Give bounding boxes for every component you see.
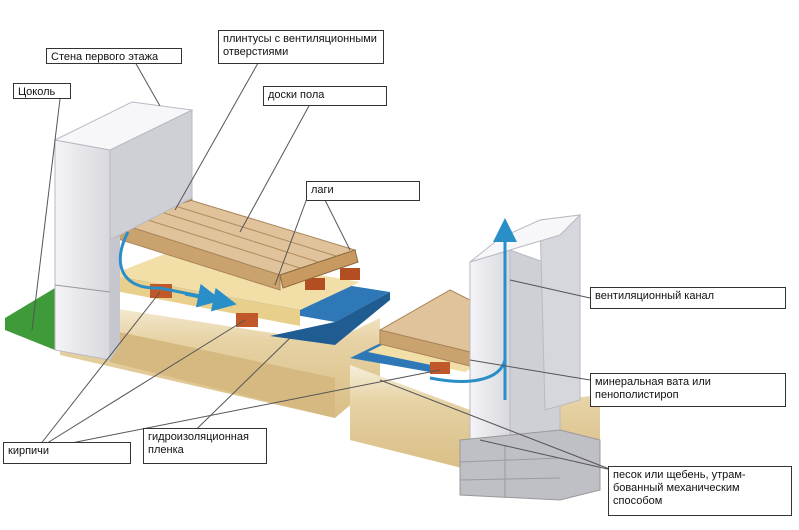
label-sand-gravel: песок или щебень, утрам-бованный механич… bbox=[608, 466, 792, 516]
label-bricks: кирпичи bbox=[3, 442, 131, 464]
airflow-arrow-left-2 bbox=[184, 287, 237, 312]
label-baseboards: плинтусы с вентиляционными отверстиями bbox=[218, 30, 384, 64]
grass-area bbox=[5, 288, 55, 350]
airflow-arrow-left bbox=[118, 231, 222, 308]
label-plinth: Цоколь bbox=[13, 83, 71, 99]
joist bbox=[279, 249, 359, 289]
plinth-divider bbox=[54, 284, 111, 293]
brick-5 bbox=[430, 362, 450, 374]
insulation-left bbox=[110, 250, 360, 310]
label-waterproof-film: гидроизоляционная пленка bbox=[143, 428, 267, 464]
label-joists: лаги bbox=[306, 181, 420, 201]
wall-right-pillar bbox=[539, 214, 581, 411]
sand-front-face bbox=[110, 330, 335, 418]
brick-2 bbox=[236, 313, 258, 327]
wall-side-lower bbox=[110, 236, 120, 360]
wall-top bbox=[53, 101, 194, 151]
brick-4 bbox=[340, 268, 360, 280]
board-seams bbox=[134, 204, 337, 269]
plinth-seams bbox=[459, 445, 561, 498]
wall-first-floor bbox=[54, 139, 111, 361]
label-wall-first-floor: Стена первого этажа bbox=[46, 48, 182, 64]
label-floor-boards: доски пола bbox=[263, 86, 387, 106]
brick-3 bbox=[305, 278, 325, 290]
plinth-block-right bbox=[459, 429, 601, 501]
waterproof-film-edge bbox=[270, 292, 390, 345]
label-vent-channel: вентиляционный канал bbox=[590, 287, 786, 309]
label-mineral-wool: минеральная вата или пенополистироп bbox=[590, 373, 786, 407]
